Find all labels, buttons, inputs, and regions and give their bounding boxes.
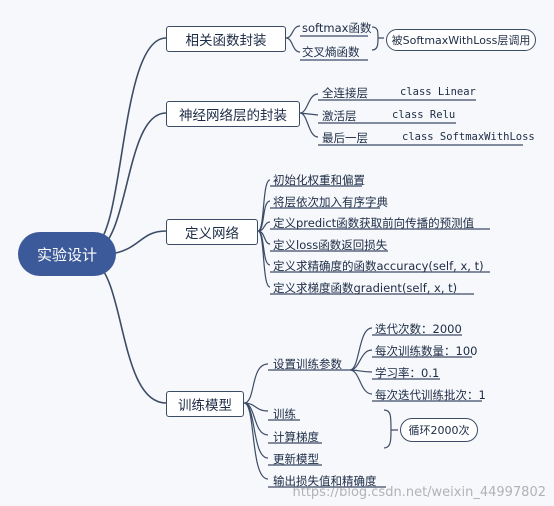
connector-b4-steps <box>243 402 269 480</box>
b3-item-loss: 定义loss函数返回损失 <box>273 238 388 252</box>
b1-note: 被SoftmaxWithLoss层调用 <box>386 29 536 51</box>
connector-params-items <box>349 327 373 395</box>
b3-item-accuracy: 定义求精确度的函数accuracy(self, x, t) <box>273 259 484 273</box>
b3-item-dict: 将层依次加入有序字典 <box>273 195 388 209</box>
b3-item-init: 初始化权重和偏置 <box>273 173 365 187</box>
b4-param-batches: 每次迭代训练批次：1 <box>375 388 486 402</box>
b4-loop-note: 循环2000次 <box>400 418 478 442</box>
b4-params-label: 设置训练参数 <box>273 357 342 371</box>
branch-layer-wrappers[interactable]: 神经网络层的封装 <box>166 101 300 127</box>
watermark: https://blog.csdn.net/weixin_44997802 <box>292 485 546 500</box>
b4-step-output: 输出损失值和精确度 <box>273 474 377 488</box>
connector-root-b1 <box>94 37 167 247</box>
b3-item-predict: 定义predict函数获取前向传播的预测值 <box>273 216 475 230</box>
connector-b1-items <box>285 25 301 53</box>
b4-step-update: 更新模型 <box>273 452 319 466</box>
connector-b3-items <box>257 179 271 288</box>
connector-b4-params <box>243 363 269 404</box>
b2-item-linear-name: 全连接层 <box>322 86 368 100</box>
branch-function-wrappers[interactable]: 相关函数封装 <box>166 26 286 52</box>
connector-root-b4 <box>94 261 167 404</box>
root-node[interactable]: 实验设计 <box>18 232 116 276</box>
b4-step-train: 训练 <box>273 407 296 421</box>
b4-param-learning-rate: 学习率：0.1 <box>375 366 440 380</box>
brace-b1 <box>371 26 384 51</box>
b1-item-cross-entropy: 交叉熵函数 <box>302 45 360 59</box>
b4-param-batch-size: 每次训练数量：100 <box>375 344 478 358</box>
b2-item-relu-name: 激活层 <box>322 109 357 123</box>
b2-item-linear-code: class Linear <box>400 86 476 98</box>
b2-item-relu-code: class Relu <box>392 109 456 121</box>
b3-item-gradient: 定义求梯度函数gradient(self, x, t) <box>273 281 458 295</box>
connector-root-b3 <box>109 230 167 255</box>
connector-b2-items <box>299 93 319 138</box>
b2-item-final-code: class SoftmaxWithLoss <box>402 131 535 143</box>
branch-train-model[interactable]: 训练模型 <box>166 391 244 417</box>
brace-b4 <box>383 409 398 449</box>
b2-item-final-name: 最后一层 <box>322 131 368 145</box>
b4-param-iterations: 迭代次数：2000 <box>375 322 462 336</box>
b4-step-gradient: 计算梯度 <box>273 430 319 444</box>
b1-item-softmax: softmax函数 <box>302 21 372 35</box>
branch-define-network[interactable]: 定义网络 <box>166 219 258 245</box>
